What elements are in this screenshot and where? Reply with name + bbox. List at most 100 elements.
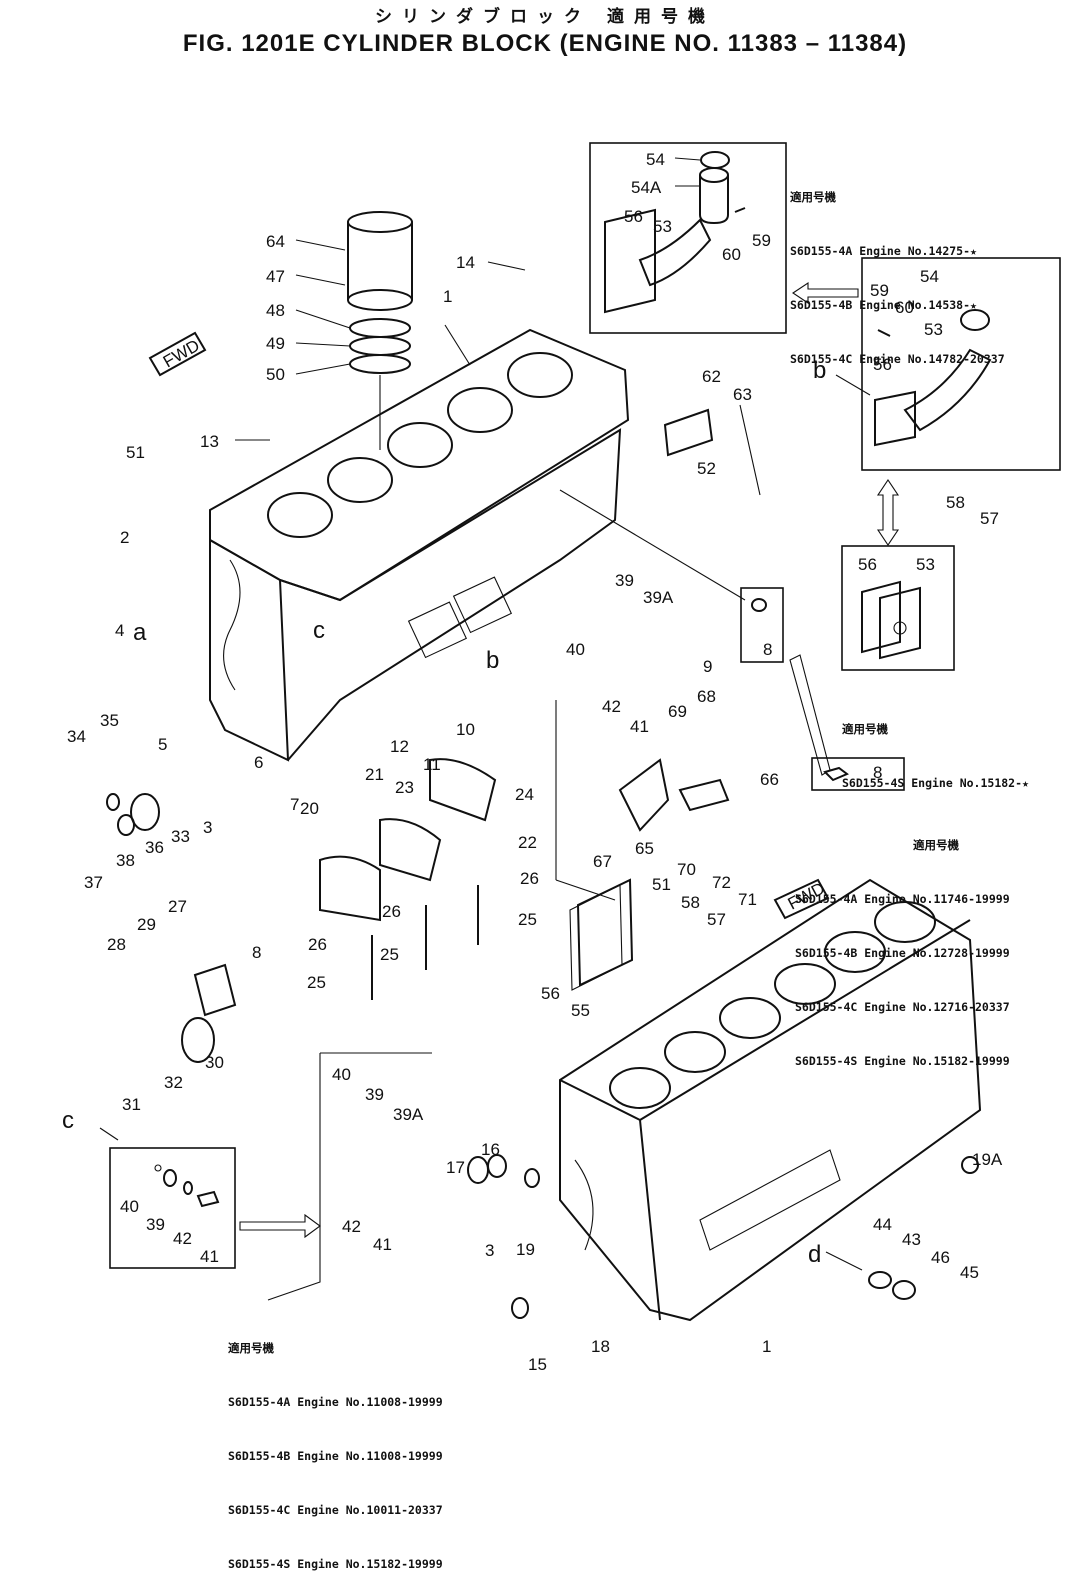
detail-box-c [109,1147,236,1269]
arrow-c-detail [239,1213,321,1239]
callout-8-box2: 8 [873,763,882,782]
callout-41-c: 41 [200,1247,219,1266]
fwd-arrow-lower [773,878,830,920]
callout-28: 28 [107,935,126,954]
callout-54a: 54A [631,178,662,197]
callout-54-b: 54 [920,267,939,286]
callout-35: 35 [100,711,119,730]
callout-8-box: 8 [763,640,772,659]
callout-31: 31 [122,1095,141,1114]
callout-32: 32 [164,1073,183,1092]
callout-39-detail: 39 [365,1085,384,1104]
callout-25b: 25 [380,945,399,964]
note-lower-right: 適用号機 S6D155-4A Engine No.11746-19999 S6D… [795,838,1010,1068]
arrow-vertical [876,479,900,546]
callout-37: 37 [84,873,103,892]
callout-6: 6 [254,753,263,772]
callout-59-top: 59 [752,231,771,250]
callout-30: 30 [205,1053,224,1072]
note-top-right: 適用号機 S6D155-4A Engine No.14275-★ S6D155-… [790,190,1005,366]
bracket-65 [618,758,670,832]
callout-2: 2 [120,528,129,547]
callout-20: 20 [300,799,319,818]
callout-47: 47 [266,267,285,286]
japanese-subtitle: シリンダブロック 適用号機 [375,7,715,27]
callout-25c: 25 [307,973,326,992]
callout-44: 44 [873,1215,892,1234]
callout-26c: 26 [308,935,327,954]
callout-4: 4 [115,621,124,640]
callout-21: 21 [365,765,384,784]
callout-63: 63 [733,385,752,404]
bracket-66 [678,778,730,812]
view-b-main: b [486,647,499,674]
detail-box-gasket [841,545,955,671]
callout-41-detail: 41 [373,1235,392,1254]
callout-19a: 19A [972,1150,1003,1169]
callout-70: 70 [677,860,696,879]
cylinder-block-upper [209,328,630,762]
callout-52: 52 [697,459,716,478]
view-c-main: c [313,617,325,644]
arrow-to-top-box [792,281,859,305]
view-d: d [808,1241,821,1268]
bearing-caps [319,758,497,1000]
callout-22: 22 [518,833,537,852]
callout-53-b: 53 [924,320,943,339]
cover-27 [181,963,237,1063]
callout-39a-detail: 39A [393,1105,424,1124]
callout-16: 16 [481,1140,500,1159]
callout-40: 40 [566,640,585,659]
view-c-detail: c [62,1107,74,1134]
callout-3: 3 [203,818,212,837]
water-outlet-detail [604,151,746,314]
callout-57-lower: 57 [707,910,726,929]
detail-box-b [861,257,1061,471]
callout-24: 24 [515,785,534,804]
callout-53-gasket: 53 [916,555,935,574]
callout-38: 38 [116,851,135,870]
callout-42-detail: 42 [342,1217,361,1236]
callout-40-detail: 40 [332,1065,351,1084]
callout-10: 10 [456,720,475,739]
callout-56-gasket: 56 [858,555,877,574]
callout-29: 29 [137,915,156,934]
callout-71: 71 [738,890,757,909]
callout-12: 12 [390,737,409,756]
water-outlet-detail-b [874,309,992,447]
callout-26b: 26 [382,902,401,921]
callout-72: 72 [712,873,731,892]
callout-42-c: 42 [173,1229,192,1248]
callout-42: 42 [602,697,621,716]
callout-55: 55 [571,1001,590,1020]
callout-51: 51 [126,443,145,462]
callout-40-c: 40 [120,1197,139,1216]
callout-54-top: 54 [646,150,665,169]
gasket-detail [861,580,921,660]
callout-53-top: 53 [653,217,672,236]
callout-48: 48 [266,301,285,320]
callout-25a: 25 [518,910,537,929]
callout-39: 39 [615,571,634,590]
cylinder-liner [347,211,413,450]
callout-18: 18 [591,1337,610,1356]
callout-66: 66 [760,770,779,789]
callout-56-b: 56 [873,355,892,374]
callout-33: 33 [171,827,190,846]
callout-5: 5 [158,735,167,754]
callout-60-top: 60 [722,245,741,264]
side-cover [576,878,634,987]
callout-57-b: 57 [980,509,999,528]
front-cover-parts [106,793,160,836]
callout-43: 43 [902,1230,921,1249]
callout-9: 9 [703,657,712,676]
callout-46: 46 [931,1248,950,1267]
callout-1-lower: 1 [762,1337,771,1356]
callout-58-b: 58 [946,493,965,512]
callout-36: 36 [145,838,164,857]
callout-19: 19 [516,1240,535,1259]
callout-56-lower: 56 [541,984,560,1003]
view-a: a [133,619,147,646]
figure-title: FIG. 1201E CYLINDER BLOCK (ENGINE NO. 11… [182,30,908,57]
callout-11: 11 [423,755,441,774]
